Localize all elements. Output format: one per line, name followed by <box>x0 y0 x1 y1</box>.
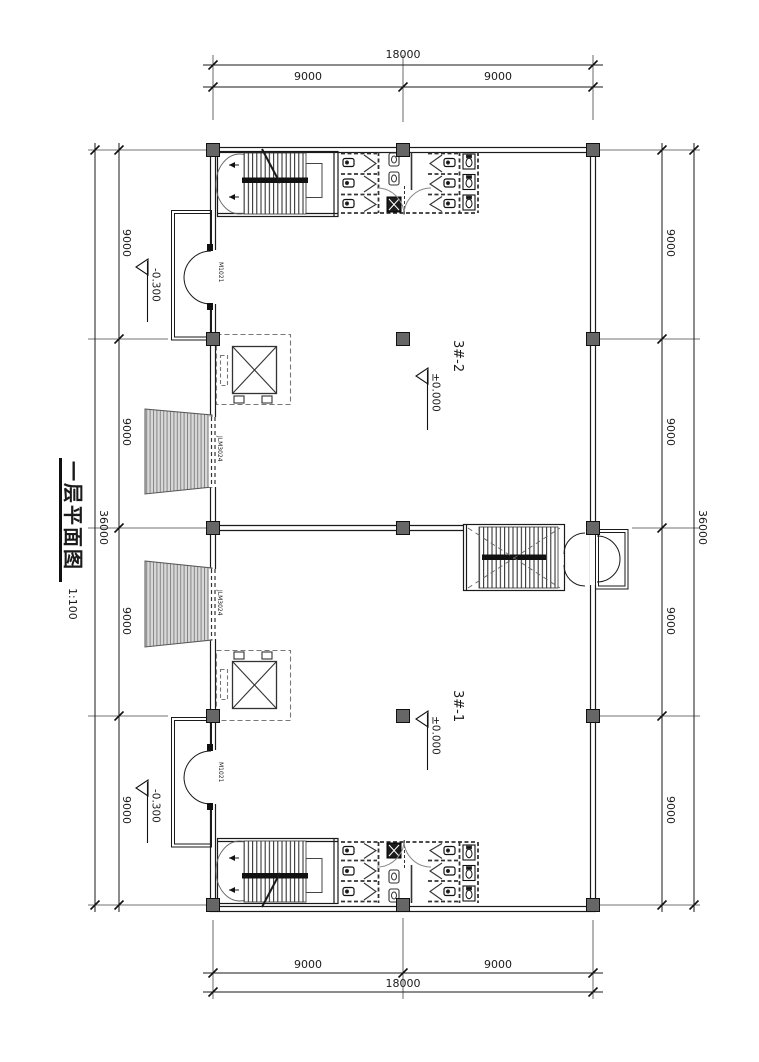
stair-mid-right <box>462 523 586 592</box>
dim-left-seg-4: 9000 <box>120 796 133 824</box>
shutter-tag-upper: JLM3024 <box>216 436 223 462</box>
dim-right-seg-1: 9000 <box>664 229 677 257</box>
dim-right-seg-2: 9000 <box>664 418 677 446</box>
porch-upper <box>171 210 217 341</box>
stair-top-left <box>215 148 339 218</box>
dim-bottom-seg-1: 9000 <box>294 958 322 971</box>
dim-left-seg-3: 9000 <box>120 607 133 635</box>
entry-level-lower: -0.300 <box>149 789 162 823</box>
grid-extension-lines <box>88 55 700 999</box>
porch-lower <box>171 717 217 848</box>
toilet-block-bottom <box>341 839 479 903</box>
dimension-ticks <box>89 59 700 998</box>
elevator-upper <box>215 333 292 406</box>
stair-bottom-left <box>215 837 339 908</box>
dim-top-total: 18000 <box>385 48 421 61</box>
level-label-lower: ±0.000 <box>429 716 442 755</box>
dim-right-seg-4: 9000 <box>664 796 677 824</box>
dim-left-seg-1: 9000 <box>120 229 133 257</box>
drawing-title: 一层平面图 <box>61 461 85 571</box>
dim-top-seg-1: 9000 <box>294 70 322 83</box>
ramp-upper <box>144 408 217 495</box>
ramp-lower <box>144 560 217 648</box>
dim-left-total: 36000 <box>97 510 110 545</box>
dim-left-seg-2: 9000 <box>120 418 133 446</box>
dim-bottom-seg-2: 9000 <box>484 958 512 971</box>
toilet-block-top <box>341 152 479 216</box>
unit-label-lower: 3#-1 <box>450 690 465 723</box>
dim-top-seg-2: 9000 <box>484 70 512 83</box>
entry-level-upper: -0.300 <box>149 268 162 302</box>
dim-right-seg-3: 9000 <box>664 607 677 635</box>
drawing-scale: 1:100 <box>66 588 79 620</box>
door-tag-lower: M1021 <box>217 762 224 783</box>
dim-bottom-total: 18000 <box>385 977 421 990</box>
dim-right-total: 36000 <box>696 510 709 545</box>
structural-columns <box>206 143 600 912</box>
elevator-lower <box>215 649 292 722</box>
level-flag-symbols <box>135 257 429 843</box>
title-underline <box>59 458 62 582</box>
shutter-tag-lower: JLM3024 <box>216 590 223 616</box>
unit-label-upper: 3#-2 <box>450 340 465 373</box>
door-tag-upper: M1021 <box>217 262 224 283</box>
vestibule-mid-right <box>590 529 629 590</box>
level-label-upper: ±0.000 <box>429 373 442 412</box>
